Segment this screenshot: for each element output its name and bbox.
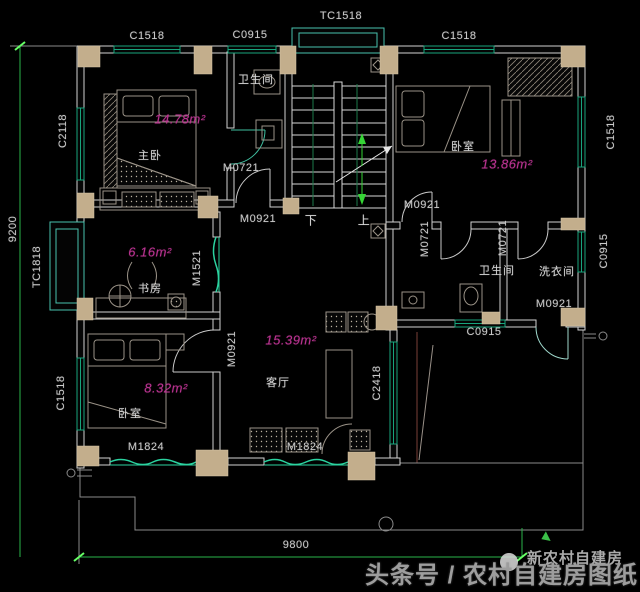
door-m0921-bath-top [235, 168, 271, 204]
columns [76, 45, 586, 481]
window-c0915-top [227, 45, 277, 54]
windows [49, 27, 586, 445]
area-label-study: 6.16m² [128, 244, 172, 260]
room-label-bathroom-middle: 卫生间 [479, 265, 515, 277]
living-room-furniture [249, 311, 381, 455]
door-m0921-living-bedroom [172, 329, 216, 373]
window-label-c1518-right: C1518 [605, 114, 617, 150]
door-m0721-laundry [517, 228, 549, 260]
bedroom-bottom-left-bed [87, 333, 185, 429]
stair-label-up: 上 [357, 213, 371, 228]
stair-down-arrow [358, 172, 366, 205]
area-label-living: 15.39m² [265, 332, 317, 348]
room-label-bedroom-bottom-left: 卧室 [118, 408, 142, 420]
window-label-tc1518-top: TC1518 [319, 10, 363, 22]
stair-up-arrow [358, 133, 366, 166]
doors [172, 129, 569, 373]
study-furniture [95, 261, 187, 319]
window-c2418-living [389, 341, 398, 445]
door-label-m1824-right: M1824 [286, 441, 324, 453]
door-label-m0921-bath-top: M0921 [239, 213, 277, 225]
stair-label-down: 下 [304, 213, 318, 228]
door-label-m1824-left: M1824 [127, 441, 165, 453]
door-label-m0921-living: M0921 [226, 330, 238, 368]
window-c1518-top-right [423, 45, 495, 54]
window-label-c0915-right: C0915 [598, 233, 610, 269]
bathroom-top-fixtures [253, 69, 283, 149]
watermark-text: 头条号 / 农村自建房图纸 [364, 562, 638, 589]
bathroom-middle-fixtures [401, 283, 483, 313]
dimension-label-width: 9800 [282, 539, 310, 551]
sliding-doors [109, 236, 349, 466]
door-m0721-bathroom-middle [440, 228, 472, 260]
publisher-logo-icon [500, 553, 518, 571]
door-label-m1521: M1521 [191, 249, 203, 287]
room-label-living: 客厅 [266, 377, 290, 389]
door-label-m0921-laundry: M0921 [535, 298, 573, 310]
window-label-tc1818-left: TC1818 [31, 245, 43, 289]
door-label-m0921-bedroom-top-right: M0921 [403, 199, 441, 211]
furniture [87, 57, 573, 455]
area-label-bedroom-bottom-left: 8.32m² [144, 380, 188, 396]
room-label-bedroom-top-right: 卧室 [451, 141, 475, 153]
window-label-c1518-top-left: C1518 [129, 30, 165, 42]
door-label-m0721-laundry: M0721 [497, 219, 509, 257]
window-label-c0915-top: C0915 [232, 29, 268, 41]
room-label-master: 主卧 [138, 150, 162, 162]
area-label-bedroom-top-right: 13.86m² [481, 156, 533, 172]
window-c0915-right [577, 231, 586, 273]
hall-symbols [370, 57, 386, 239]
room-label-laundry: 洗衣间 [539, 266, 575, 278]
bay-window-tc1518 [291, 27, 385, 54]
master-dresser [99, 187, 211, 211]
window-label-c2418: C2418 [371, 365, 383, 401]
stair-direction-arrowhead [383, 146, 392, 154]
sliding-door-m1521 [212, 236, 220, 293]
window-label-c0915-bath-south: C0915 [466, 326, 502, 338]
window-label-c1518-top-right: C1518 [441, 30, 477, 42]
dimension-lines [10, 41, 528, 564]
window-c2118-left [76, 107, 85, 181]
sliding-door-m1824-right [263, 458, 349, 466]
terrace-outline [66, 330, 608, 532]
window-label-c2118-left: C2118 [57, 113, 69, 149]
publisher-badge: 新农村自建房 [527, 550, 624, 567]
stairs [292, 81, 393, 209]
door-m0921-bedroom-top-right [401, 191, 433, 223]
window-c1518-left-lower [76, 357, 85, 431]
room-label-study: 书房 [138, 283, 162, 295]
door-label-m0721-bathroom-middle: M0721 [419, 220, 431, 258]
dimension-label-height: 9200 [7, 215, 19, 243]
window-c1518-right [577, 96, 586, 168]
window-c1518-top-left [113, 45, 181, 54]
bedroom-top-right-bed [395, 57, 573, 157]
door-label-m0721-master: M0721 [222, 162, 260, 174]
master-bed [103, 89, 197, 189]
door-m0921-laundry-terrace [535, 326, 569, 360]
room-label-bathroom-top: 卫生间 [238, 74, 274, 86]
area-label-master: 14.78m² [154, 111, 206, 127]
bay-window-tc1818 [49, 221, 85, 311]
door-m0721-master [230, 129, 266, 165]
window-label-c1518-left-lower: C1518 [55, 375, 67, 411]
sliding-door-m1824-left [109, 458, 197, 466]
